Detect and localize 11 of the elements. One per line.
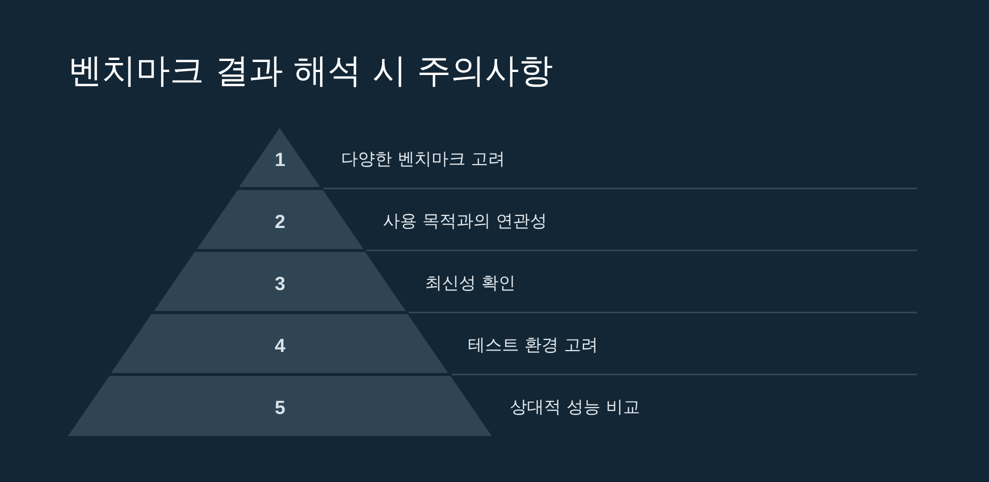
level-label: 상대적 성능 비교 [510, 396, 640, 418]
level-label: 다양한 벤치마크 고려 [341, 148, 505, 170]
level-number: 2 [274, 210, 286, 234]
level-label: 테스트 환경 고려 [468, 334, 598, 356]
title: 벤치마크 결과 해석 시 주의사항 [68, 50, 554, 93]
level-label: 사용 목적과의 연관성 [383, 210, 547, 232]
level-number: 5 [274, 397, 286, 420]
level-number: 1 [274, 148, 286, 172]
level-number: 3 [274, 272, 286, 296]
level-number: 4 [274, 334, 286, 358]
level-label: 최신성 확인 [425, 272, 516, 294]
